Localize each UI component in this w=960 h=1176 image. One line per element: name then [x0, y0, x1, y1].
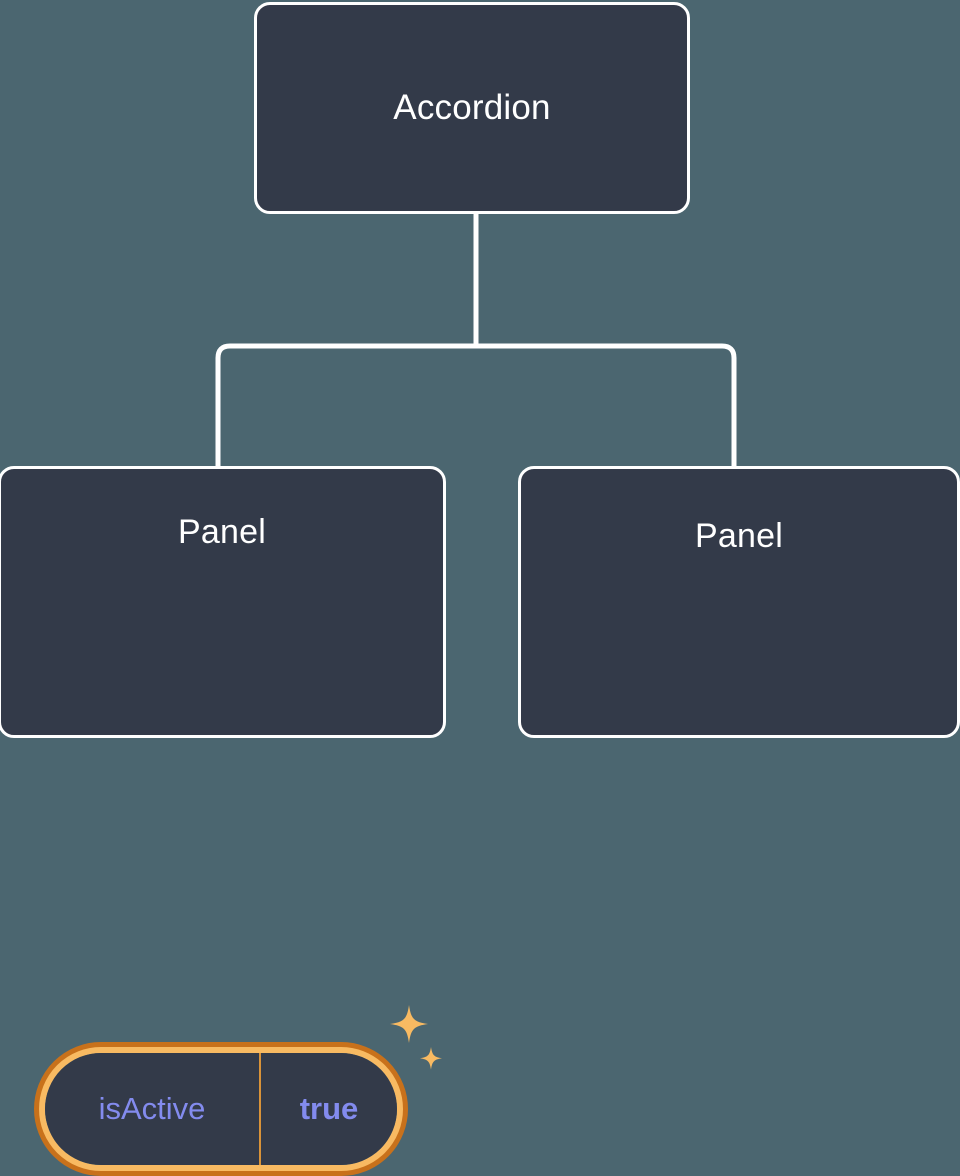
- tree-node-panel-active[interactable]: Panel isActive true: [0, 466, 446, 1176]
- prop-pill-highlighted[interactable]: isActive true: [34, 1042, 408, 1176]
- tree-node-panel-inactive[interactable]: Panel isActive false: [518, 466, 960, 738]
- prop-value: true: [299, 1091, 359, 1126]
- node-title: Panel: [178, 513, 266, 551]
- tree-node-root[interactable]: Accordion: [254, 2, 690, 214]
- node-title: Panel: [695, 517, 783, 555]
- sparkle-large-icon: [390, 1005, 428, 1043]
- prop-name: isActive: [45, 1053, 261, 1165]
- sparkle-small-icon: [420, 1047, 442, 1070]
- node-title: Accordion: [393, 88, 551, 127]
